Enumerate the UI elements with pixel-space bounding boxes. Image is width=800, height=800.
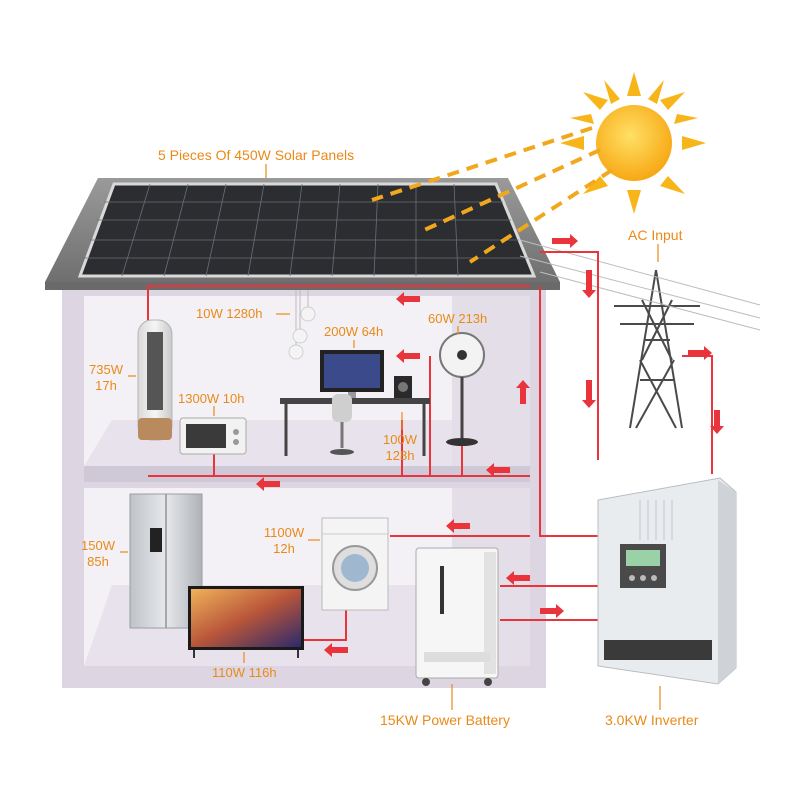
- transmission-tower-icon: [614, 269, 700, 429]
- inverter-label: 3.0KW Inverter: [605, 712, 699, 728]
- speaker-power-label: 100W: [383, 432, 417, 447]
- standing-fan-icon: [439, 332, 485, 446]
- sun-icon: [560, 72, 706, 214]
- television-icon: [188, 586, 304, 658]
- speaker-hours-label: 128h: [385, 448, 415, 463]
- solar-panel-grid: [84, 183, 527, 277]
- fridge-power-label: 150W: [81, 538, 115, 553]
- battery-cabinet-icon: [415, 547, 499, 686]
- computer-desk-icon: [280, 350, 430, 456]
- fridge-hours-label: 85h: [87, 554, 109, 569]
- air-conditioner-hours-label: 17h: [95, 378, 117, 393]
- microwave-icon: [179, 417, 247, 455]
- solar-panels-label: 5 Pieces Of 450W Solar Panels: [158, 147, 355, 163]
- ac-input-label: AC Input: [628, 227, 683, 243]
- computer-spec-label: 200W 64h: [324, 324, 384, 339]
- solar-panel-array: [77, 182, 537, 278]
- upper-right-wall: [452, 296, 530, 466]
- fan-spec-label: 60W 213h: [428, 311, 488, 326]
- washer-hours-label: 12h: [273, 541, 295, 556]
- power-lines: [519, 239, 761, 331]
- lights-spec-label: 10W 1280h: [196, 306, 263, 321]
- air-conditioner-icon: [137, 319, 173, 441]
- washer-power-label: 1100W: [263, 525, 305, 540]
- upper-floor: [84, 466, 530, 482]
- tv-spec-label: 110W 116h: [212, 665, 277, 680]
- flow-arrows: [256, 234, 724, 657]
- refrigerator-icon: [129, 493, 203, 629]
- washing-machine-icon: [321, 517, 389, 611]
- pendant-lights: [288, 290, 316, 360]
- air-conditioner-power-label: 735W: [89, 362, 123, 377]
- roof: [45, 178, 560, 290]
- microwave-spec-label: 1300W 10h: [178, 391, 245, 406]
- sun-rays: [371, 126, 614, 264]
- inverter-unit-icon: [597, 477, 737, 685]
- battery-label: 15KW Power Battery: [380, 712, 510, 728]
